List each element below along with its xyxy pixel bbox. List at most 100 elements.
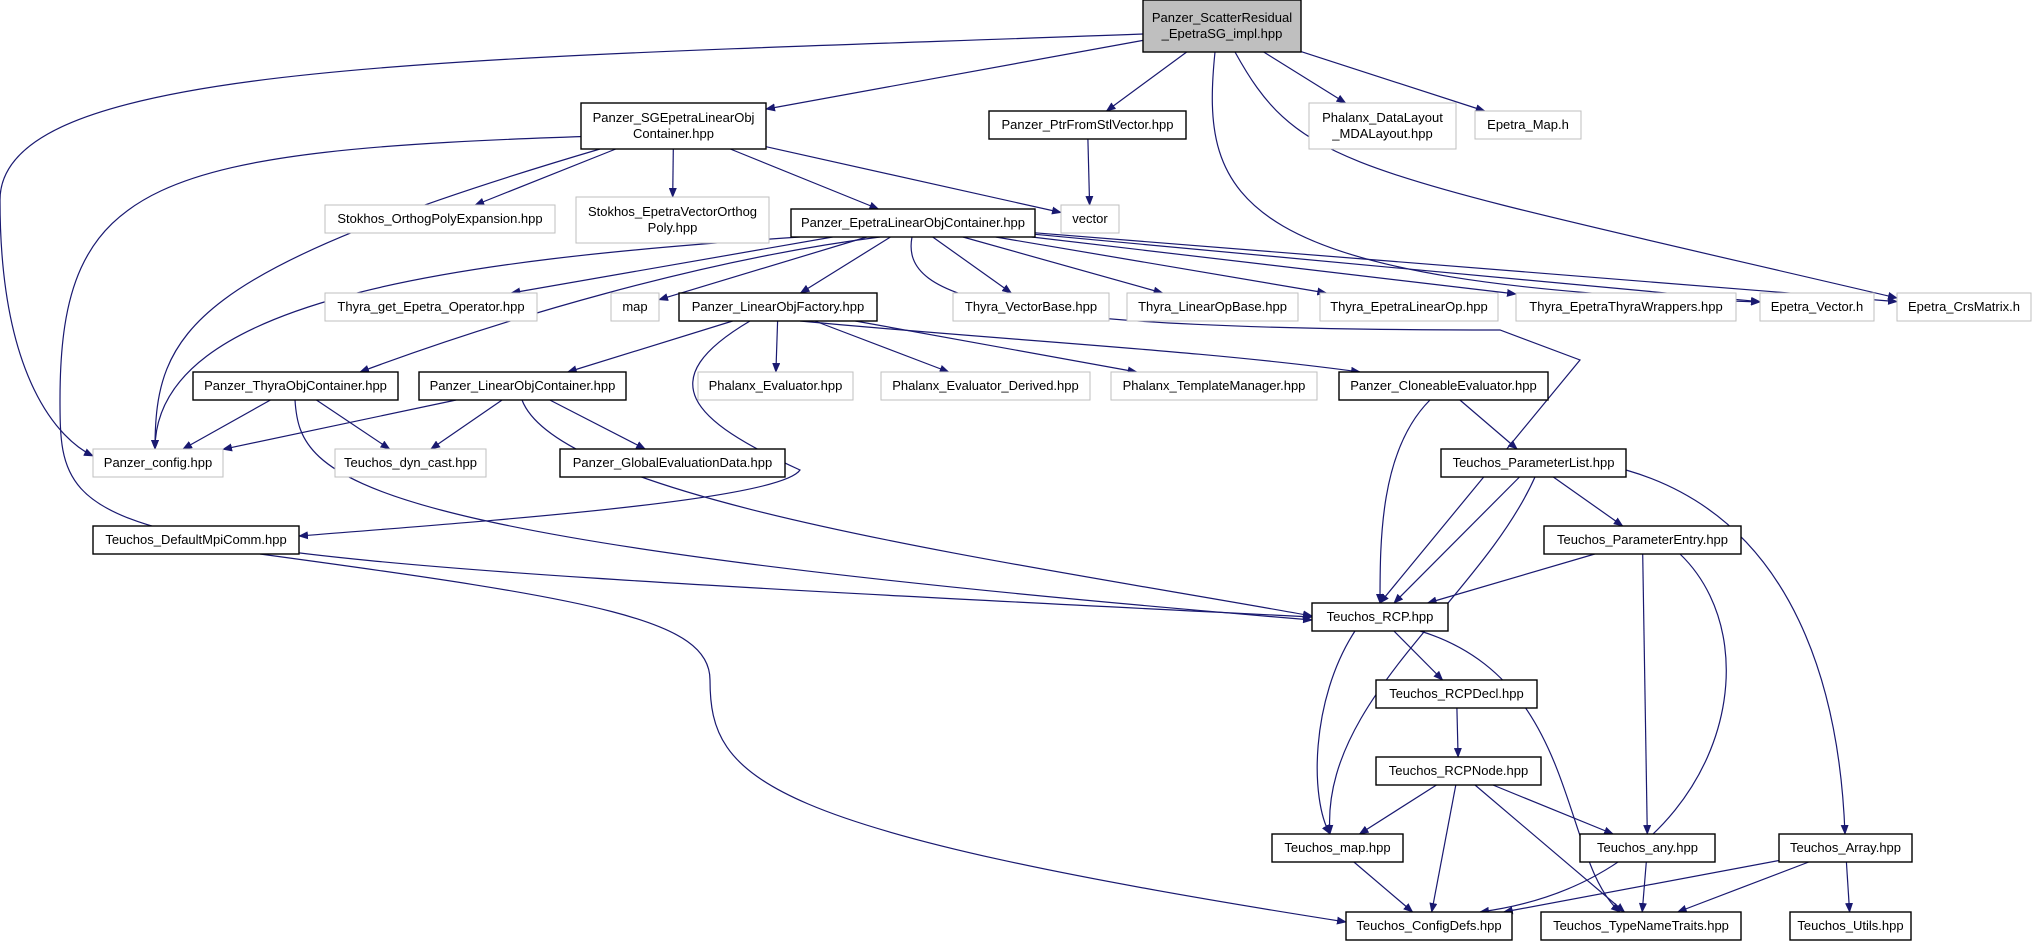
file-node-box <box>1543 525 1742 555</box>
file-node-label: Phalanx_TemplateManager.hpp <box>1123 378 1306 393</box>
file-node-box <box>1319 292 1499 322</box>
dependency-edge-sgeplin-to-pzcfg <box>151 148 601 450</box>
dependency-edge-rcpnode-to-tntraits <box>1474 784 1626 913</box>
file-node-box <box>988 110 1187 140</box>
dependency-edge-eplin-to-thyraop <box>510 236 833 296</box>
dependency-edge-eplin-to-thyraobj <box>359 236 881 373</box>
file-node-tarray[interactable]: Teuchos_Array.hpp <box>1778 833 1913 863</box>
dependency-edge-tarray-to-tntraits <box>1676 861 1810 913</box>
dependency-edge-root-to-pzcfg <box>0 33 1144 457</box>
file-node-label: Epetra_Vector.h <box>1771 299 1864 314</box>
file-node-tmap[interactable]: Teuchos_map.hpp <box>1271 833 1404 863</box>
file-node-label: Teuchos_map.hpp <box>1284 840 1390 855</box>
file-node-label: Stokhos_OrthogPolyExpansion.hpp <box>337 211 542 226</box>
file-node-label: Panzer_EpetraLinearObjContainer.hpp <box>801 215 1025 230</box>
file-node-root[interactable]: Panzer_ScatterResidual_EpetraSG_impl.hpp <box>1142 0 1302 53</box>
dependency-edge-sgeplin-to-stokvec <box>668 148 677 198</box>
file-node-box <box>1778 833 1913 863</box>
file-node-box <box>192 371 399 401</box>
file-node-box <box>1338 371 1549 401</box>
file-node-label: Panzer_ScatterResidual <box>1152 10 1292 25</box>
file-node-rcpnode[interactable]: Teuchos_RCPNode.hpp <box>1375 756 1542 786</box>
dependency-edge-rcp-to-tntraits <box>1419 630 1621 913</box>
file-node-label: Teuchos_RCPDecl.hpp <box>1389 686 1523 701</box>
file-node-pentry[interactable]: Teuchos_ParameterEntry.hpp <box>1543 525 1742 555</box>
file-node-mpicomm[interactable]: Teuchos_DefaultMpiComm.hpp <box>92 525 300 555</box>
dependency-edge-sgeplin-to-rcp <box>59 135 1313 621</box>
file-node-thyraobj[interactable]: Panzer_ThyraObjContainer.hpp <box>192 371 399 401</box>
file-node-label: Phalanx_DataLayout <box>1322 110 1443 125</box>
file-node-box <box>92 448 224 478</box>
dependency-edge-rcpnode-to-cfgdefs <box>1429 784 1457 913</box>
dependency-edge-root-to-ptrfrom <box>1105 51 1188 112</box>
dependency-edge-sgeplin-to-vector <box>765 146 1062 215</box>
dependency-edge-root-to-sgeplin <box>765 39 1144 112</box>
file-node-label: Teuchos_ParameterList.hpp <box>1453 455 1615 470</box>
file-node-tntraits[interactable]: Teuchos_TypeNameTraits.hpp <box>1540 911 1742 941</box>
dependency-edge-linobj-to-gevd <box>549 399 647 450</box>
dependency-edge-tarray-to-cfgdefs <box>1502 859 1780 915</box>
file-node-box <box>697 371 854 401</box>
file-node-box <box>1060 204 1120 234</box>
file-node-label: Container.hpp <box>633 126 714 141</box>
node-layer: Panzer_ScatterResidual_EpetraSG_impl.hpp… <box>92 0 2032 941</box>
file-node-tutils[interactable]: Teuchos_Utils.hpp <box>1789 911 1912 941</box>
dependency-edge-rcpdecl-to-rcpnode <box>1453 707 1462 758</box>
dependency-edge-pentry-to-cfgdefs <box>1479 553 1727 915</box>
file-node-rcp[interactable]: Teuchos_RCP.hpp <box>1311 602 1449 632</box>
file-node-box <box>1759 292 1875 322</box>
dependency-edge-tarray-to-tutils <box>1845 861 1854 913</box>
file-node-box <box>678 292 878 322</box>
file-node-thyraop: Thyra_get_Epetra_Operator.hpp <box>324 292 538 322</box>
file-node-lofactory[interactable]: Panzer_LinearObjFactory.hpp <box>678 292 878 322</box>
file-node-label: Teuchos_RCPNode.hpp <box>1389 763 1528 778</box>
file-node-thyralob: Thyra_LinearOpBase.hpp <box>1126 292 1299 322</box>
dependency-edge-pentry-to-tany <box>1642 553 1652 835</box>
dependency-edge-lofactory-to-clone <box>799 320 1361 375</box>
file-node-box <box>1142 0 1302 53</box>
dependency-edge-eplin-to-thyraelo <box>995 236 1328 296</box>
dependency-edge-tmap-to-cfgdefs <box>1353 861 1414 913</box>
dependency-edge-plist-to-tmap <box>1325 476 1536 835</box>
file-node-epcrs: Epetra_CrsMatrix.h <box>1896 292 2032 322</box>
file-node-label: Panzer_ThyraObjContainer.hpp <box>204 378 387 393</box>
dependency-edge-root-to-phxdl <box>1263 51 1347 104</box>
file-node-rcpdecl[interactable]: Teuchos_RCPDecl.hpp <box>1375 679 1538 709</box>
dependency-edge-sgeplin-to-stokpoly <box>474 148 617 206</box>
file-node-box <box>1440 448 1627 478</box>
file-node-label: Teuchos_dyn_cast.hpp <box>344 455 477 470</box>
file-node-stokpoly: Stokhos_OrthogPolyExpansion.hpp <box>324 204 556 234</box>
dependency-edge-lofactory-to-phxtm <box>855 320 1138 375</box>
file-node-box <box>559 448 786 478</box>
file-node-label: Thyra_LinearOpBase.hpp <box>1138 299 1287 314</box>
file-node-box <box>324 204 556 234</box>
file-node-tany[interactable]: Teuchos_any.hpp <box>1579 833 1716 863</box>
file-node-label: Thyra_EpetraThyraWrappers.hpp <box>1529 299 1722 314</box>
dependency-edge-thyraobj-to-rcp <box>294 399 1313 624</box>
file-node-eplin[interactable]: Panzer_EpetraLinearObjContainer.hpp <box>790 208 1036 238</box>
file-node-box <box>1271 833 1404 863</box>
file-node-dyncast: Teuchos_dyn_cast.hpp <box>334 448 487 478</box>
file-node-thyraetw: Thyra_EpetraThyraWrappers.hpp <box>1515 292 1737 322</box>
file-node-linobj[interactable]: Panzer_LinearObjContainer.hpp <box>418 371 627 401</box>
file-node-plist[interactable]: Teuchos_ParameterList.hpp <box>1440 448 1627 478</box>
file-node-gevd[interactable]: Panzer_GlobalEvaluationData.hpp <box>559 448 786 478</box>
file-node-cfgdefs[interactable]: Teuchos_ConfigDefs.hpp <box>1345 911 1513 941</box>
file-node-label: Teuchos_Utils.hpp <box>1797 918 1903 933</box>
dependency-edge-ptrfrom-to-vector <box>1085 138 1094 206</box>
file-node-ptrfrom[interactable]: Panzer_PtrFromStlVector.hpp <box>988 110 1187 140</box>
dependency-edge-rcpnode-to-tany <box>1492 784 1615 835</box>
dependency-edge-clone-to-rcp <box>1376 399 1431 604</box>
file-node-label: vector <box>1072 211 1108 226</box>
file-node-epvec: Epetra_Vector.h <box>1759 292 1875 322</box>
file-node-label: Epetra_Map.h <box>1487 117 1569 132</box>
dependency-edge-eplin-to-lofactory <box>799 236 891 294</box>
file-node-label: Thyra_EpetraLinearOp.hpp <box>1330 299 1488 314</box>
file-node-clone[interactable]: Panzer_CloneableEvaluator.hpp <box>1338 371 1549 401</box>
file-node-box <box>92 525 300 555</box>
file-node-label: _EpetraSG_impl.hpp <box>1161 26 1283 41</box>
file-node-box <box>575 196 770 244</box>
file-node-box <box>1579 833 1716 863</box>
